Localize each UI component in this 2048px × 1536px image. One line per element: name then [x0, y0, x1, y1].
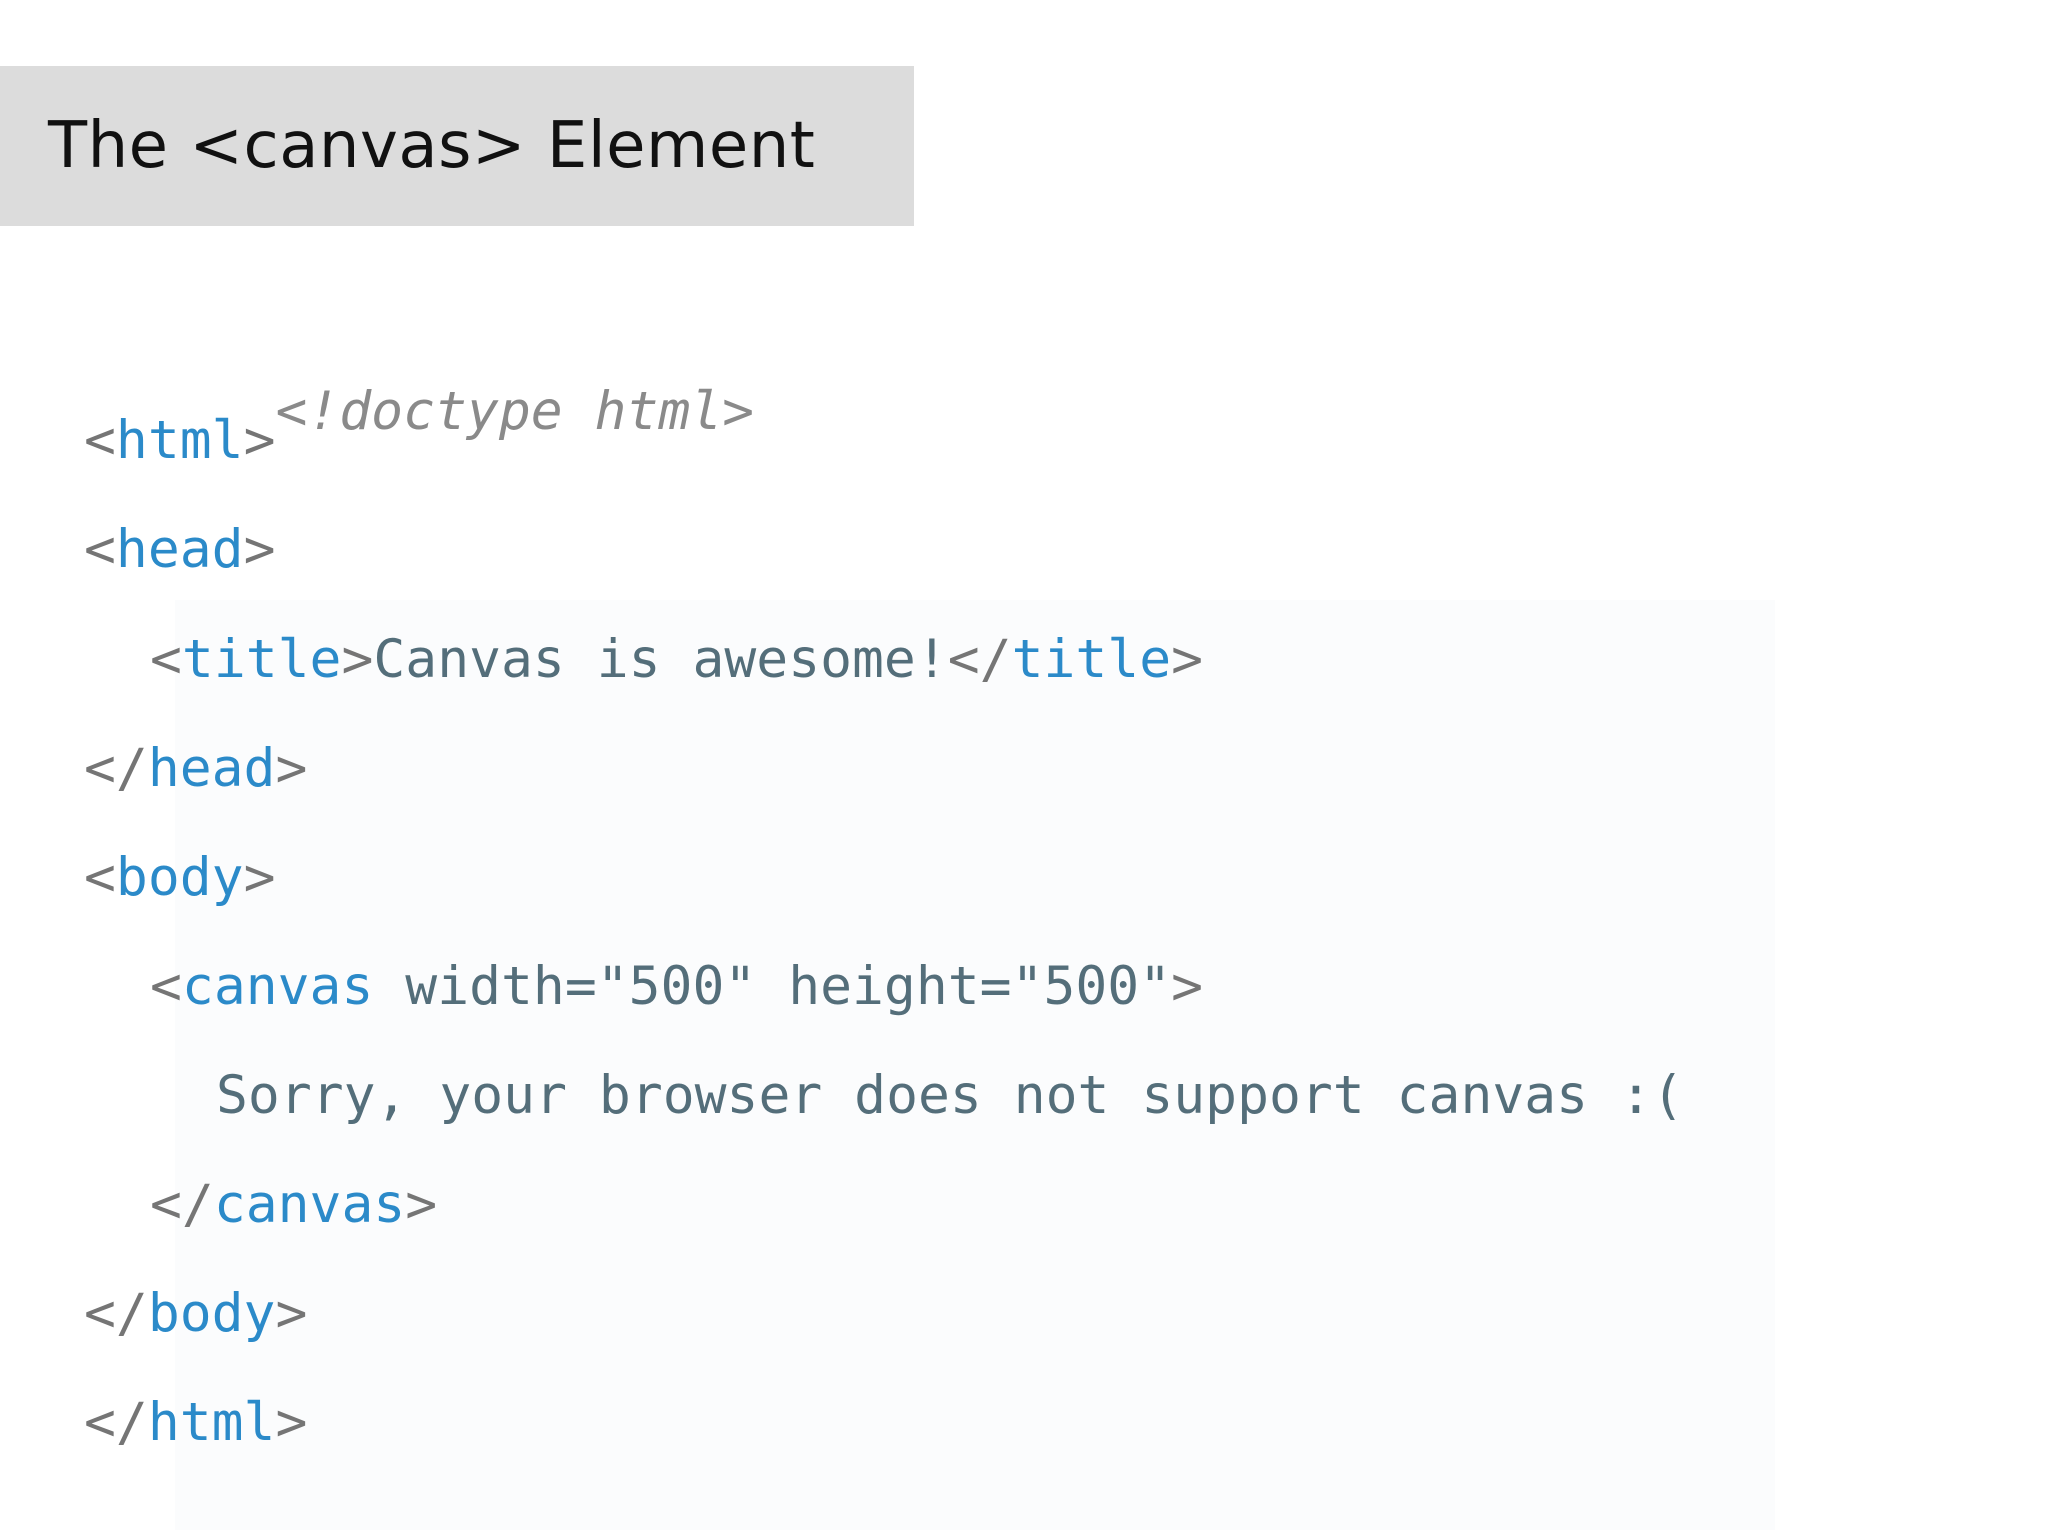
code-line-body-close: </body> — [84, 1274, 307, 1354]
punct-gt: > — [275, 1283, 308, 1344]
tag-head: head — [115, 519, 244, 580]
punct-gt: > — [1171, 956, 1204, 1017]
punct-gt: > — [275, 738, 308, 799]
punct-gt: > — [275, 1392, 308, 1453]
tag-body-close: body — [147, 1283, 276, 1344]
code-line-html-close: </html> — [84, 1383, 307, 1463]
code-line-body-open: <body> — [84, 838, 275, 918]
code-line-head-open: <head> — [84, 510, 275, 590]
tag-title-close: title — [1011, 629, 1172, 690]
tag-html-close: html — [147, 1392, 276, 1453]
doctype-token: <!doctype html> — [275, 381, 755, 442]
tag-head-close: head — [147, 738, 276, 799]
code-line-doctype: <!doctype html> — [84, 292, 754, 442]
punct-close-lt: </ — [84, 738, 148, 799]
tag-body: body — [115, 847, 244, 908]
code-line-title: <title>Canvas is awesome!</title> — [84, 620, 1203, 700]
punct-lt: < — [150, 629, 182, 690]
code-line-head-close: </head> — [84, 729, 307, 809]
code-line-canvas-open: <canvas width="500" height="500"> — [84, 947, 1203, 1027]
punct-close-lt: </ — [84, 1392, 148, 1453]
tag-html: html — [115, 410, 244, 471]
code-line-fallback: Sorry, your browser does not support can… — [84, 1056, 1684, 1136]
tag-title: title — [181, 629, 342, 690]
punct-gt: > — [1171, 629, 1204, 690]
title-bar: The <canvas> Element — [0, 66, 914, 226]
punct-lt: < — [150, 956, 182, 1017]
punct-gt: > — [243, 410, 276, 471]
code-background — [175, 600, 1775, 1530]
punct-lt: < — [84, 847, 116, 908]
code-line-canvas-close: </canvas> — [84, 1165, 437, 1245]
slide-title: The <canvas> Element — [48, 109, 816, 183]
punct-gt: > — [243, 519, 276, 580]
punct-lt: < — [84, 410, 116, 471]
punct-close-lt: </ — [150, 1174, 214, 1235]
punct-gt: > — [405, 1174, 438, 1235]
punct-gt: > — [243, 847, 276, 908]
title-content: Canvas is awesome! — [373, 629, 948, 690]
fallback-text: Sorry, your browser does not support can… — [216, 1065, 1684, 1126]
code-line-html-open: <html> — [84, 401, 275, 481]
tag-canvas: canvas — [181, 956, 374, 1017]
punct-lt: < — [84, 519, 116, 580]
canvas-attributes: width="500" height="500" — [373, 956, 1172, 1017]
punct-close-lt: </ — [947, 629, 1012, 690]
tag-canvas-close: canvas — [213, 1174, 406, 1235]
punct-close-lt: </ — [84, 1283, 148, 1344]
punct-gt: > — [341, 629, 374, 690]
